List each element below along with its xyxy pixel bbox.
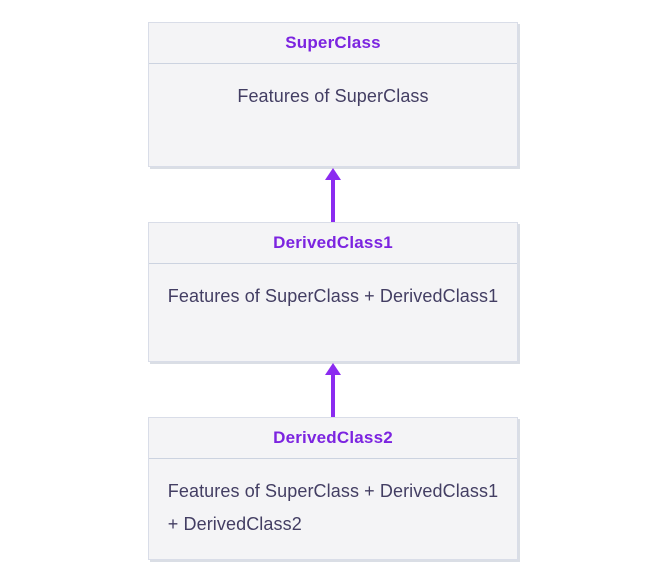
class-features-text: Features of SuperClass + DerivedClass1 — [167, 286, 499, 306]
class-node-body: Features of SuperClass + DerivedClass1 +… — [149, 459, 517, 541]
class-node-body: Features of SuperClass — [149, 64, 517, 113]
class-node-derivedclass2: DerivedClass2 Features of SuperClass + D… — [148, 417, 518, 560]
arrowhead-up-icon — [325, 363, 341, 375]
class-features-text: Features of SuperClass — [237, 86, 429, 106]
class-node-superclass: SuperClass Features of SuperClass — [148, 22, 518, 167]
class-node-derivedclass1: DerivedClass1 Features of SuperClass + D… — [148, 222, 518, 362]
class-node-header: DerivedClass1 — [149, 223, 517, 264]
arrowhead-up-icon — [325, 168, 341, 180]
class-name-label: SuperClass — [285, 33, 381, 52]
class-features-text: Features of SuperClass + DerivedClass1 +… — [167, 481, 499, 534]
class-name-label: DerivedClass2 — [273, 428, 393, 447]
inheritance-arrow-derivedclass2-to-derivedclass1 — [325, 363, 341, 417]
class-name-label: DerivedClass1 — [273, 233, 393, 252]
arrow-shaft — [331, 375, 335, 417]
class-node-header: DerivedClass2 — [149, 418, 517, 459]
class-node-body: Features of SuperClass + DerivedClass1 — [149, 264, 517, 313]
arrow-shaft — [331, 180, 335, 222]
inheritance-arrow-derivedclass1-to-superclass — [325, 168, 341, 222]
class-node-header: SuperClass — [149, 23, 517, 64]
